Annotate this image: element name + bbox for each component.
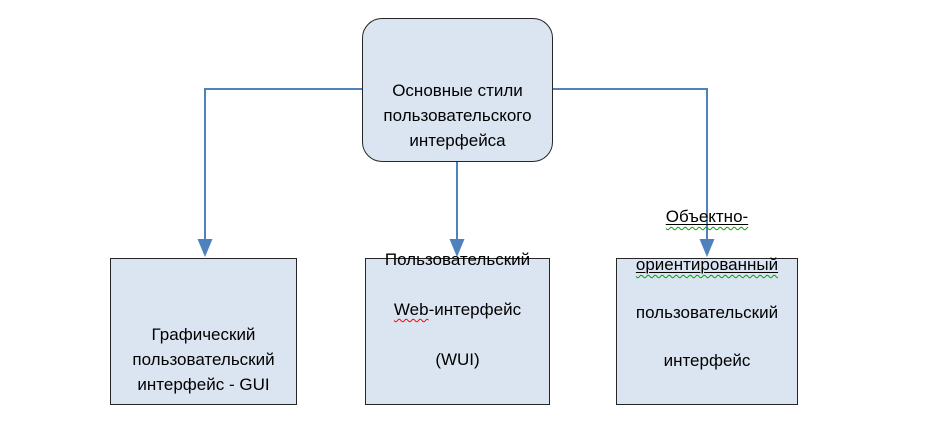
arrowhead-down-icon	[197, 239, 213, 257]
ooui-label-line4: интерфейс	[663, 351, 751, 370]
ooui-node-label: Объектно- ориентированный пользовательск…	[617, 181, 797, 397]
grammar-flagged-word: ориентированный	[635, 255, 779, 274]
wui-label-line3: (WUI)	[435, 350, 480, 369]
child-node-gui[interactable]: Графический пользовательский интерфейс -…	[110, 258, 297, 405]
ooui-label-line1: Объектно-	[617, 205, 797, 229]
wui-label-line2-rest: -интерфейс	[428, 300, 522, 319]
root-node[interactable]: Основные стили пользовательского интерфе…	[362, 18, 553, 162]
grammar-flagged-word: Объектно-	[665, 207, 749, 226]
underlined-word: Объектно-	[666, 207, 748, 226]
ooui-label-line3: пользовательский	[635, 303, 779, 322]
wui-label-line1: Пользовательский	[384, 250, 531, 269]
misspelled-word: Web	[393, 300, 429, 319]
wui-label-line2: Web-интерфейс	[366, 297, 549, 322]
ooui-label-line2: ориентированный	[617, 253, 797, 277]
gui-node-label: Графический пользовательский интерфейс -…	[132, 325, 275, 394]
underlined-word: ориентированный	[636, 255, 778, 274]
connector-root-to-gui[interactable]	[204, 88, 362, 240]
wui-node-label: Пользовательский Web-интерфейс (WUI)	[366, 222, 549, 397]
child-node-wui[interactable]: Пользовательский Web-интерфейс (WUI)	[365, 250, 550, 405]
child-node-ooui[interactable]: Объектно- ориентированный пользовательск…	[616, 207, 798, 405]
root-node-label: Основные стили пользовательского интерфе…	[383, 81, 532, 150]
